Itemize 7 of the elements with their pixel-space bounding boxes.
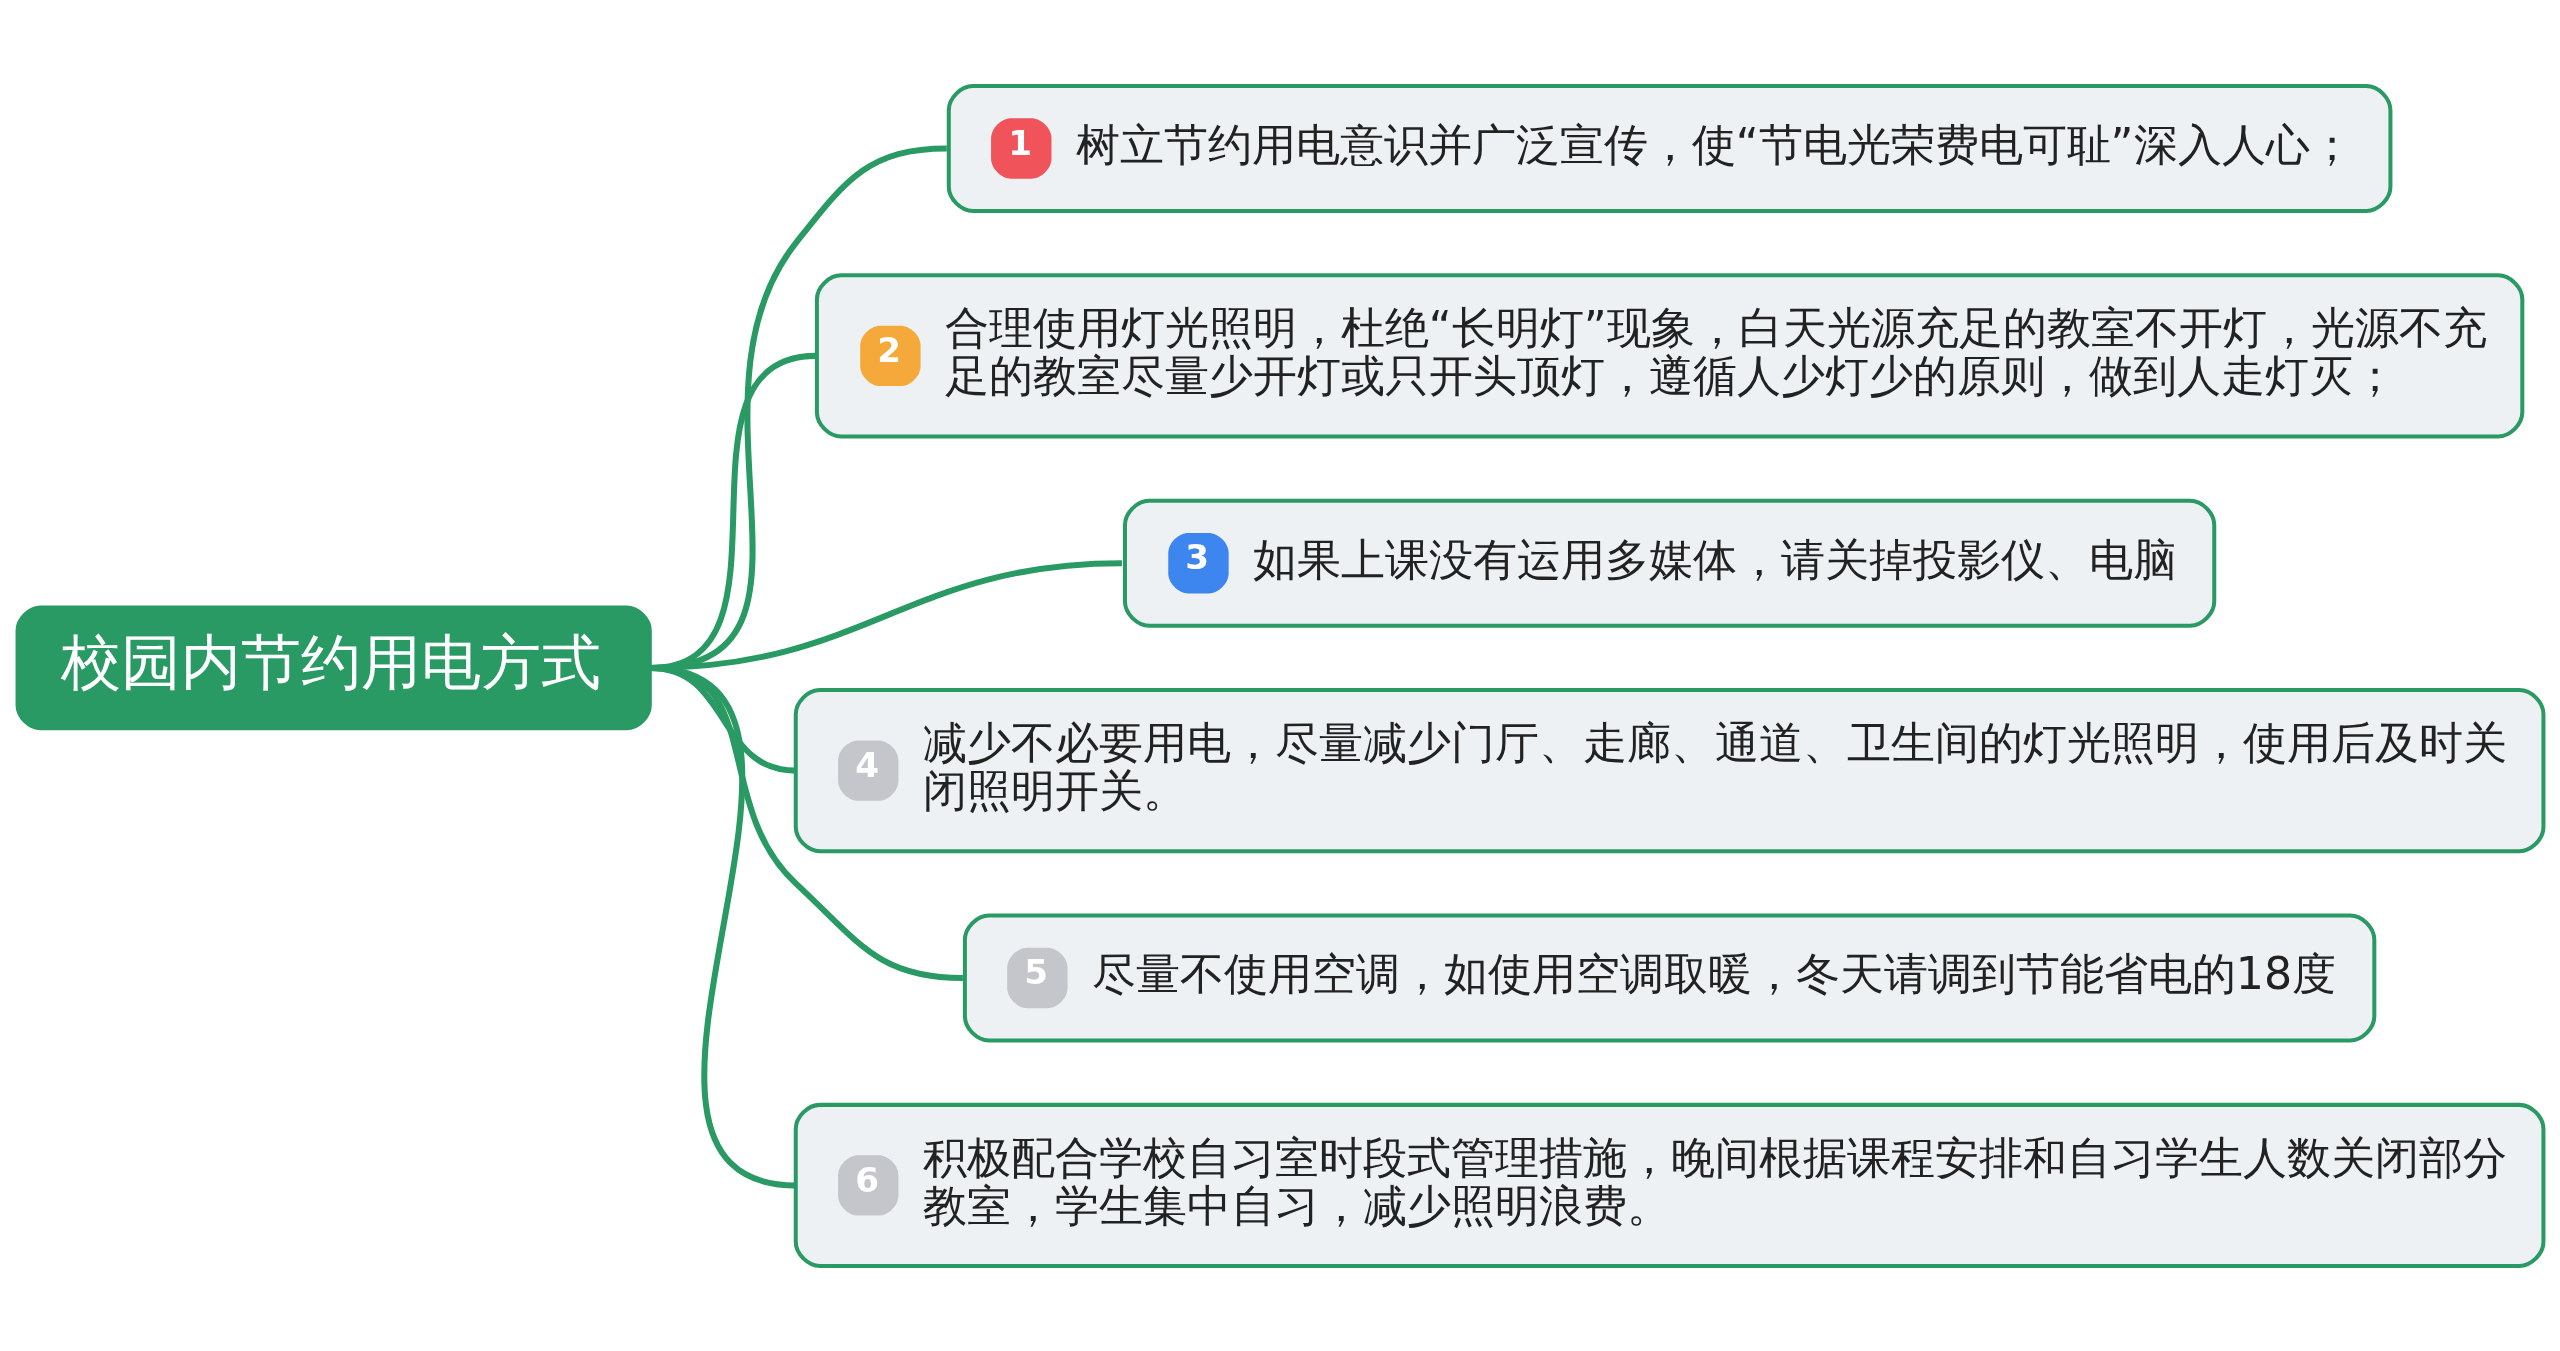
- node-box: 1 树立节约用电意识并广泛宣传，使“节电光荣费电可耻”深入人心；: [946, 83, 2393, 213]
- node-box: 5 尽量不使用空调，如使用空调取暖，冬天请调到节能省电的18度: [962, 913, 2377, 1042]
- node-box: 4 减少不必要用电，尽量减少门厅、走廊、通道、卫生间的灯光照明，使用后及时关闭照明开关。: [793, 687, 2546, 853]
- node-box: 2 合理使用灯光照明，杜绝“长明灯”现象，白天光源充足的教室不开灯，光源不充足的教室尽量少开灯或只开头顶灯，遵循人少灯少的原则，做到人走灯灭；: [814, 272, 2525, 438]
- node-box: 6 积极配合学校自习室时段式管理措施，晚间根据课程安排和自习学生人数关闭部分教室，学生集中自习，减少照明浪费。: [793, 1102, 2546, 1268]
- node-box: 3 如果上课没有运用多媒体，请关掉投影仪、电脑: [1122, 498, 2217, 628]
- node-box: 校园内节约用电方式: [15, 605, 652, 730]
